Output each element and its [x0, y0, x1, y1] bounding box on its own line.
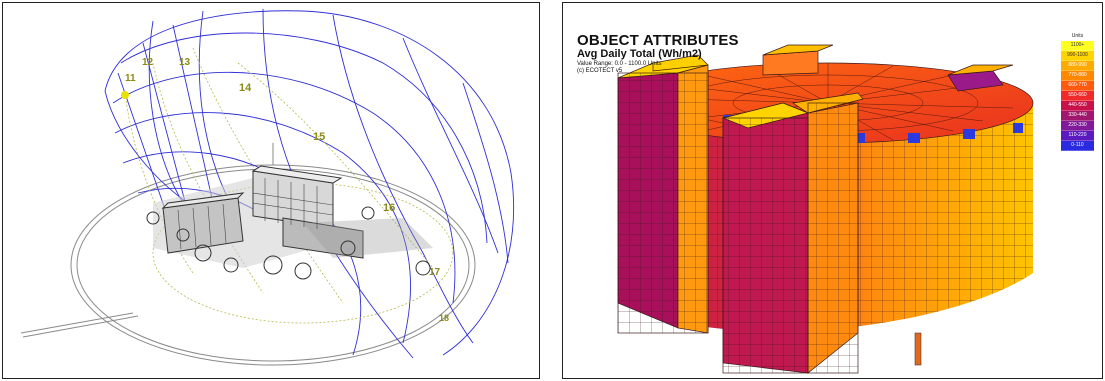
analysis-metric: Avg Daily Total (Wh/m2)	[577, 48, 702, 60]
building-model	[146, 165, 433, 280]
hour-label-11: 11	[125, 73, 136, 84]
solar-analysis-panel: OBJECT ATTRIBUTES Avg Daily Total (Wh/m2…	[562, 2, 1103, 379]
legend-swatch: 220-330	[1061, 121, 1094, 131]
legend-swatch: 550-660	[1061, 91, 1094, 101]
tower-back	[652, 44, 1014, 92]
software-credit: (c) ECOTECT v5	[577, 68, 623, 74]
legend-title: Units	[1071, 33, 1084, 39]
analysis-header: OBJECT ATTRIBUTES Avg Daily Total (Wh/m2…	[577, 33, 739, 74]
building-solar-model	[617, 44, 1034, 374]
tower-left	[617, 62, 709, 334]
hour-label-14: 14	[239, 82, 252, 94]
legend-swatch: 440-550	[1061, 101, 1094, 111]
sunpath-diagram: 11 12 13 14 15 16 17 18	[20, 8, 515, 366]
hour-label-15: 15	[313, 131, 325, 143]
legend-swatch: 110-220	[1061, 131, 1094, 141]
legend-swatch: 0-110	[1061, 141, 1094, 151]
legend-swatch: 660-770	[1061, 81, 1094, 91]
legend-swatch: 1100+	[1061, 41, 1094, 51]
value-range: Value Range: 0.0 - 1100.0 Units	[577, 61, 662, 67]
hour-label-12: 12	[142, 57, 154, 68]
tower-front	[721, 92, 864, 374]
sun-position-marker	[121, 91, 129, 99]
support-pier	[914, 332, 922, 366]
hour-label-18: 18	[439, 313, 449, 323]
hour-label-16: 16	[383, 202, 395, 214]
legend-swatch: 990-1100	[1061, 51, 1094, 61]
legend-swatch: 330-440	[1061, 111, 1094, 121]
sunpath-diagram-panel: 11 12 13 14 15 16 17 18	[2, 2, 540, 379]
hour-label-13: 13	[179, 57, 191, 68]
analysis-title: OBJECT ATTRIBUTES	[577, 32, 739, 49]
hour-label-17: 17	[429, 267, 441, 278]
legend-swatch: 770-880	[1061, 71, 1094, 81]
legend-swatch: 880-990	[1061, 61, 1094, 71]
